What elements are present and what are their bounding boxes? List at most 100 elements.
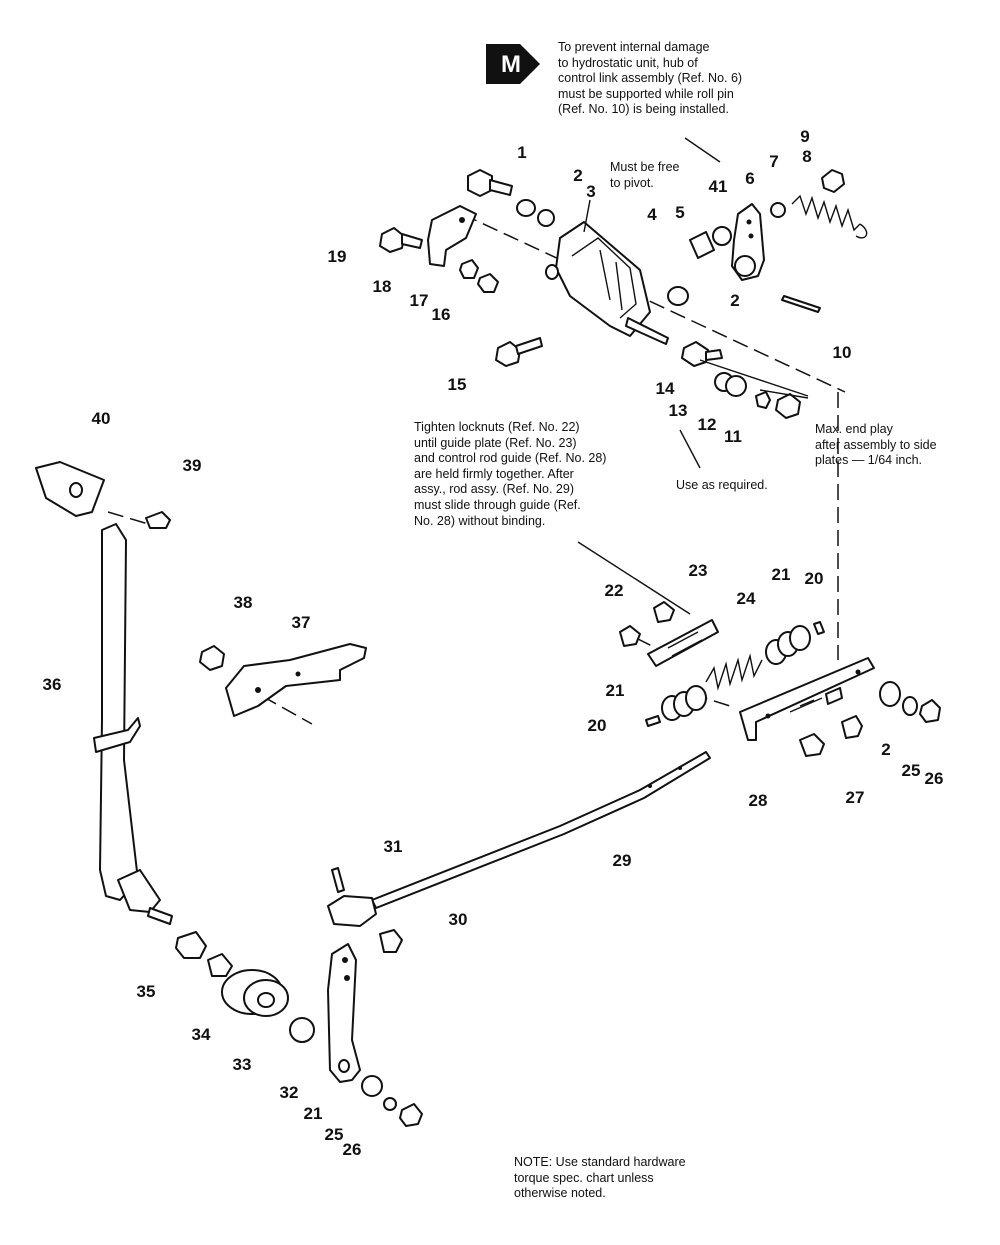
- part-20-pin: [813, 621, 825, 635]
- part-21-spring-washers: [661, 625, 811, 721]
- part-2-washer-b: [667, 286, 689, 306]
- part-23-guide-plate: [647, 619, 719, 667]
- m-badge-letter: M: [501, 51, 521, 78]
- part-32-lever: [327, 943, 361, 1083]
- part-24-spring: [705, 653, 763, 691]
- callout-number: 7: [769, 152, 778, 171]
- locknut-note-line: until guide plate (Ref. No. 23): [414, 435, 577, 450]
- torque-note-line: otherwise noted.: [514, 1186, 606, 1201]
- hydro-note-line: To prevent internal damage: [558, 40, 710, 54]
- callout-number: 20: [588, 716, 607, 735]
- callout-number: 41: [709, 177, 728, 196]
- as-required-note: Use as required.: [676, 478, 768, 494]
- part-41-washer: [712, 226, 732, 246]
- part-29-control-rod: [371, 751, 711, 909]
- locknut-note-line: and control rod guide (Ref. No. 28): [414, 451, 607, 466]
- part-19-bolt: [379, 227, 423, 253]
- callout-number: 21: [606, 681, 625, 700]
- part-10-roll-pin: [781, 295, 821, 313]
- callout-number: 2: [881, 740, 890, 759]
- callout-number: 24: [737, 589, 756, 608]
- callout-number: 18: [373, 277, 392, 296]
- callout-number: 33: [233, 1055, 252, 1074]
- part-9-nut: [821, 169, 845, 193]
- callout-number: 22: [605, 581, 624, 600]
- callout-number: 30: [449, 910, 468, 929]
- callout-number: 38: [234, 593, 253, 612]
- endplay-leader: [699, 359, 809, 399]
- hydro-note-line: to hydrostatic unit, hub of: [558, 55, 698, 70]
- part-17-nut: [459, 259, 479, 279]
- part-1-bolt: [467, 169, 513, 197]
- callout-number: 26: [925, 769, 944, 788]
- callout-number: 9: [800, 127, 809, 146]
- m-badge: M: [486, 44, 540, 84]
- callout-number: 31: [384, 837, 403, 856]
- callout-number: 25: [325, 1125, 344, 1144]
- callout-number: 12: [698, 415, 717, 434]
- as-required-text: Use as required.: [676, 478, 768, 492]
- part-33-spacer: [289, 1017, 315, 1043]
- callout-number: 29: [613, 851, 632, 870]
- part-28-control-rod-guide: [739, 657, 875, 741]
- locknut-note-line: are held firmly together. After: [414, 466, 574, 481]
- callout-number: 21: [304, 1104, 323, 1123]
- callout-number: 25: [902, 761, 921, 780]
- endplay-note-line: plates — 1/64 inch.: [815, 453, 923, 468]
- part-3-spacer: [537, 209, 555, 227]
- callout-number: 1: [517, 143, 526, 162]
- part-2-washer-c: [879, 681, 901, 707]
- callout-number: 37: [292, 613, 311, 632]
- part-30-clevis-pin: [327, 895, 403, 953]
- locknut-note-line: No. 28) without binding.: [414, 513, 546, 528]
- locknut-note-line: must slide through guide (Ref.: [414, 497, 581, 512]
- part-40-pedal-pad: [35, 461, 105, 517]
- callout-number: 3: [586, 182, 595, 201]
- part-38-bolt: [199, 645, 225, 671]
- part-34-pulley: [221, 969, 289, 1017]
- part-26-nut: [919, 699, 941, 723]
- part-36-pedal-arm: [93, 523, 173, 925]
- part-25-washer-b: [383, 1097, 397, 1111]
- callout-number: 36: [43, 675, 62, 694]
- pivot-note-line: to pivot.: [610, 175, 654, 190]
- callout-number: 21: [772, 565, 791, 584]
- torque-note: NOTE: Use standard hardware torque spec.…: [514, 1155, 686, 1202]
- torque-note-line: torque spec. chart unless: [514, 1170, 654, 1185]
- part-7-washer: [770, 202, 786, 218]
- callout-number: 11: [724, 427, 742, 446]
- callout-number: 23: [689, 561, 708, 580]
- part-16-nut: [477, 273, 499, 293]
- endplay-note: Max. end play after assembly to side pla…: [815, 422, 937, 469]
- pivot-note-leader: [583, 199, 591, 233]
- part-35-bushings: [175, 931, 233, 977]
- hydro-note-line: control link assembly (Ref. No. 6): [558, 71, 743, 86]
- part-18-bracket: [427, 205, 477, 267]
- hydrostatic-note: To prevent internal damage to hydrostati…: [558, 40, 742, 118]
- part-14-bolt: [681, 341, 723, 367]
- endplay-note-line: after assembly to side: [815, 437, 937, 452]
- callout-number: 32: [280, 1083, 299, 1102]
- part-39-screw: [145, 511, 171, 529]
- locknut-note: Tighten locknuts (Ref. No. 22) until gui…: [414, 420, 606, 529]
- callout-number: 2: [730, 291, 739, 310]
- part-4-control-bracket: [545, 221, 669, 345]
- callout-number: 4: [647, 205, 657, 224]
- part-12-lockwasher: [755, 391, 771, 409]
- callout-number: 27: [846, 788, 865, 807]
- callout-number: 16: [432, 305, 451, 324]
- part-31-cotter-pin: [331, 867, 345, 893]
- callout-number: 6: [745, 169, 754, 188]
- torque-note-line: NOTE: Use standard hardware: [514, 1155, 686, 1169]
- callout-number: 13: [669, 401, 688, 420]
- hydro-note-arrow: [684, 137, 721, 163]
- as-required-leader: [679, 429, 701, 469]
- callout-number: 20: [805, 569, 824, 588]
- part-22-locknuts: [619, 601, 675, 647]
- locknut-note-line: assy., rod assy. (Ref. No. 29): [414, 482, 575, 497]
- callout-number: 26: [343, 1140, 362, 1159]
- part-37-bracket: [225, 643, 367, 717]
- callout-number: 35: [137, 982, 156, 1001]
